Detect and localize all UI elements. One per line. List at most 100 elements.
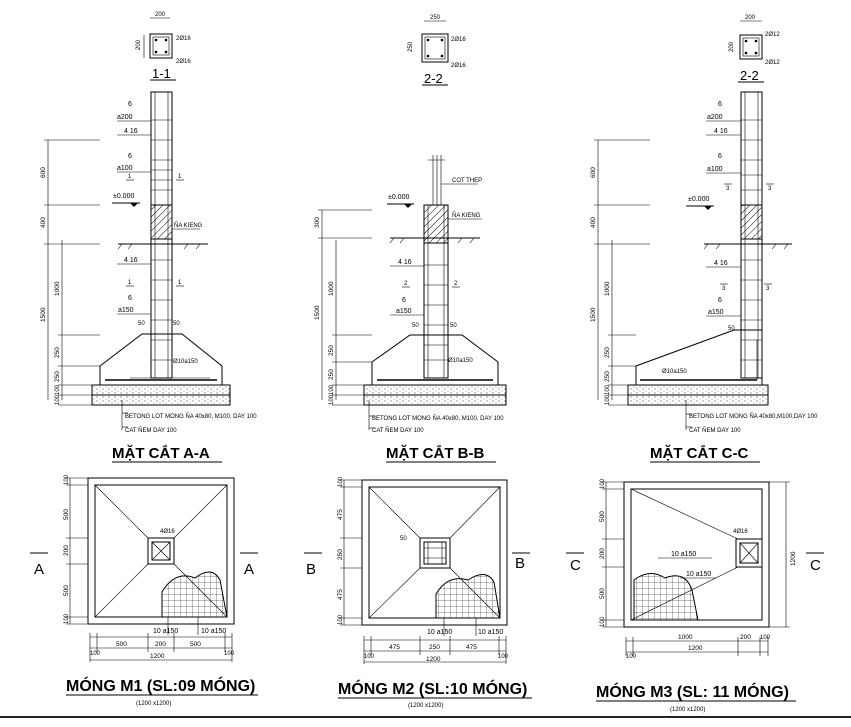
dim-250b: 250 xyxy=(604,371,611,382)
stirrup-mid-s: a100 xyxy=(707,166,723,173)
offset-left: 50 xyxy=(138,321,145,327)
rebar-a: 10 a150 xyxy=(427,629,452,636)
plan-title: MÓNG M1 (SL:09 MÓNG) xyxy=(66,676,255,695)
rebar-b: 10 a150 xyxy=(478,629,503,636)
column-section-2-2: 250 250 2Ø16 2Ø16 2-2 xyxy=(408,15,466,86)
dim-v-500a: 500 xyxy=(63,509,70,520)
col-width-label: 200 xyxy=(155,12,166,18)
dim-v-500a: 500 xyxy=(599,511,606,522)
note-sand: CAT ÑEM DAY 100 xyxy=(372,427,424,434)
rebar-b: 10 a150 xyxy=(686,571,711,578)
dim-400: 400 xyxy=(590,217,597,228)
offset-left: 50 xyxy=(412,323,419,329)
stirrup-mid-n: 6 xyxy=(718,153,722,160)
stirrup-bot-s: a150 xyxy=(708,309,724,316)
dim-1500: 1500 xyxy=(40,307,47,322)
dim-250a: 250 xyxy=(54,347,61,358)
rebar-b: 10 a150 xyxy=(201,628,226,635)
dim-h-1000: 1000 xyxy=(678,634,693,641)
dim-100b: 100 xyxy=(55,394,61,405)
dim-100b: 100 xyxy=(329,394,335,405)
dim-v-500b: 500 xyxy=(63,585,70,596)
section-title: MẶT CẮT C-C xyxy=(650,444,748,462)
stirrup-top-s: a200 xyxy=(707,114,723,121)
dim-v-250: 250 xyxy=(337,549,344,560)
dim-v-100a: 100 xyxy=(600,478,606,489)
dim-h-475a: 475 xyxy=(389,644,400,651)
stirrup-mid-s: a100 xyxy=(117,165,133,172)
base-rebar: Ø10a150 xyxy=(662,369,687,375)
bottom-border xyxy=(0,716,851,718)
dim-v-100a: 100 xyxy=(64,474,70,485)
cut-mark-1a: 3 xyxy=(726,186,730,192)
note-concrete: BETONG LOT MONG ÑA 40x80, M100, DAY 100 xyxy=(125,413,257,420)
plan-m2: 50 10 a150 10 a150 B B 100 475 250 475 1… xyxy=(304,476,532,709)
main-bar-bot: 4 16 xyxy=(124,257,138,264)
dim-250a: 250 xyxy=(604,347,611,358)
col-bars: 4Ø16 xyxy=(733,529,748,535)
offset-right: 50 xyxy=(450,323,457,329)
dim-h-100b: 100 xyxy=(224,651,235,657)
dim-h-200: 200 xyxy=(740,634,751,641)
main-bar-top: 4 16 xyxy=(714,128,728,135)
cut-left: A xyxy=(34,561,44,578)
dim-300: 300 xyxy=(314,217,321,228)
dim-600: 600 xyxy=(590,167,597,178)
dim-1500: 1500 xyxy=(314,305,321,320)
section-a-a: 200 200 2Ø16 2Ø16 1-1 6 a200 4 xyxy=(40,12,257,463)
dim-v-total: 1200 xyxy=(790,551,797,566)
cut-mark-1a: 1 xyxy=(128,174,132,180)
note-sand: CAT ÑEM DAY 100 xyxy=(689,427,741,434)
column-section-1-1: 200 200 2Ø16 2Ø16 1-1 xyxy=(136,12,191,81)
dim-100a: 100 xyxy=(329,384,335,395)
stirrup-top-n: 6 xyxy=(128,101,132,108)
dim-total: 1200 xyxy=(688,645,703,652)
dim-h-500a: 500 xyxy=(116,641,127,648)
cut-mark-2b: 1 xyxy=(178,280,182,286)
base-rebar: Ø10a150 xyxy=(173,359,198,365)
level-zero: ±0.000 xyxy=(688,196,709,203)
dim-h-475b: 475 xyxy=(466,644,477,651)
stirrup-top-s: a200 xyxy=(117,114,133,121)
dim-v-100b: 100 xyxy=(64,613,70,624)
level-zero: ±0.000 xyxy=(113,193,134,200)
dim-1000: 1000 xyxy=(604,281,611,296)
cut-mark-1b: 3 xyxy=(768,186,772,192)
plan-m1: 4Ø16 10 a150 10 a150 A A 100 500 200 500… xyxy=(30,474,258,707)
dim-h-100b: 100 xyxy=(760,635,771,641)
dim-h-500b: 500 xyxy=(190,641,201,648)
note-concrete: BETONG LOT MONG ÑA 40x80,M100,DAY 100 xyxy=(689,413,818,420)
main-bar-bot: 4 16 xyxy=(398,259,412,266)
section-label: 2-2 xyxy=(740,68,759,83)
note-sand: CAT ÑEM DAY 100 xyxy=(125,427,177,434)
dim-total: 1200 xyxy=(426,656,441,663)
plan-size: (1200 x1200) xyxy=(670,707,705,713)
section-c-c: 200 200 2Ø12 2Ø12 2-2 6 a200 4 16 6 a1 xyxy=(590,15,818,463)
dim-total: 1200 xyxy=(150,653,165,660)
stirrup-bot-n: 6 xyxy=(402,297,406,304)
stirrup-bot-s: a150 xyxy=(396,308,412,315)
stirrup-bot-n: 6 xyxy=(718,297,722,304)
dim-250a: 250 xyxy=(328,345,335,356)
note-concrete: BETONG LOT MONG ÑA 40x80, M100, DAY 100 xyxy=(372,415,504,422)
dim-v-200: 200 xyxy=(63,545,70,556)
dim-v-500b: 500 xyxy=(599,588,606,599)
dim-h-100a: 100 xyxy=(626,654,637,660)
main-bar-bot: 4 16 xyxy=(714,260,728,267)
col-width-label: 200 xyxy=(745,15,756,21)
section-label: 2-2 xyxy=(424,71,443,86)
dim-1000: 1000 xyxy=(328,281,335,296)
rebar-a: 10 a150 xyxy=(671,551,696,558)
offset-right: 50 xyxy=(173,321,180,327)
wall-note: ÑA KIENG xyxy=(174,222,203,229)
dim-h-250: 250 xyxy=(429,644,440,651)
dim-600: 600 xyxy=(40,167,47,178)
dim-100b: 100 xyxy=(605,394,611,405)
cut-mark-2a: 3 xyxy=(722,286,726,292)
bar-bottom-label: 2Ø16 xyxy=(176,59,191,65)
dim-v-475a: 475 xyxy=(337,509,344,520)
dim-v-475b: 475 xyxy=(337,589,344,600)
cut-mark-b: 2 xyxy=(454,281,458,287)
